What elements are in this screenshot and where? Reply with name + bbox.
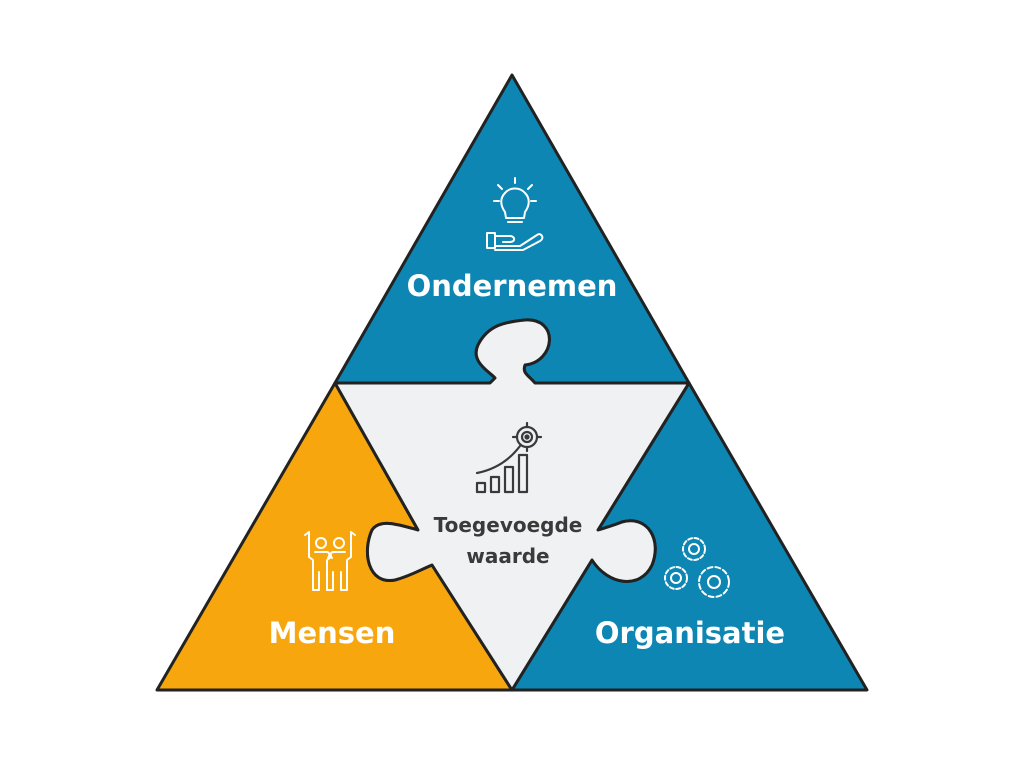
growth-target-icon [475, 421, 543, 494]
mensen-label: Mensen [269, 616, 396, 650]
gears-icon [664, 537, 730, 598]
organisatie-label: Organisatie [595, 616, 785, 650]
people-icon [304, 531, 356, 591]
ondernemen-label: Ondernemen [407, 269, 618, 303]
lightbulb-hand-icon [486, 177, 544, 251]
waarde-label: waarde [466, 544, 549, 568]
toegevoegde-label: Toegevoegde [434, 513, 583, 537]
center-segment [333, 318, 691, 692]
